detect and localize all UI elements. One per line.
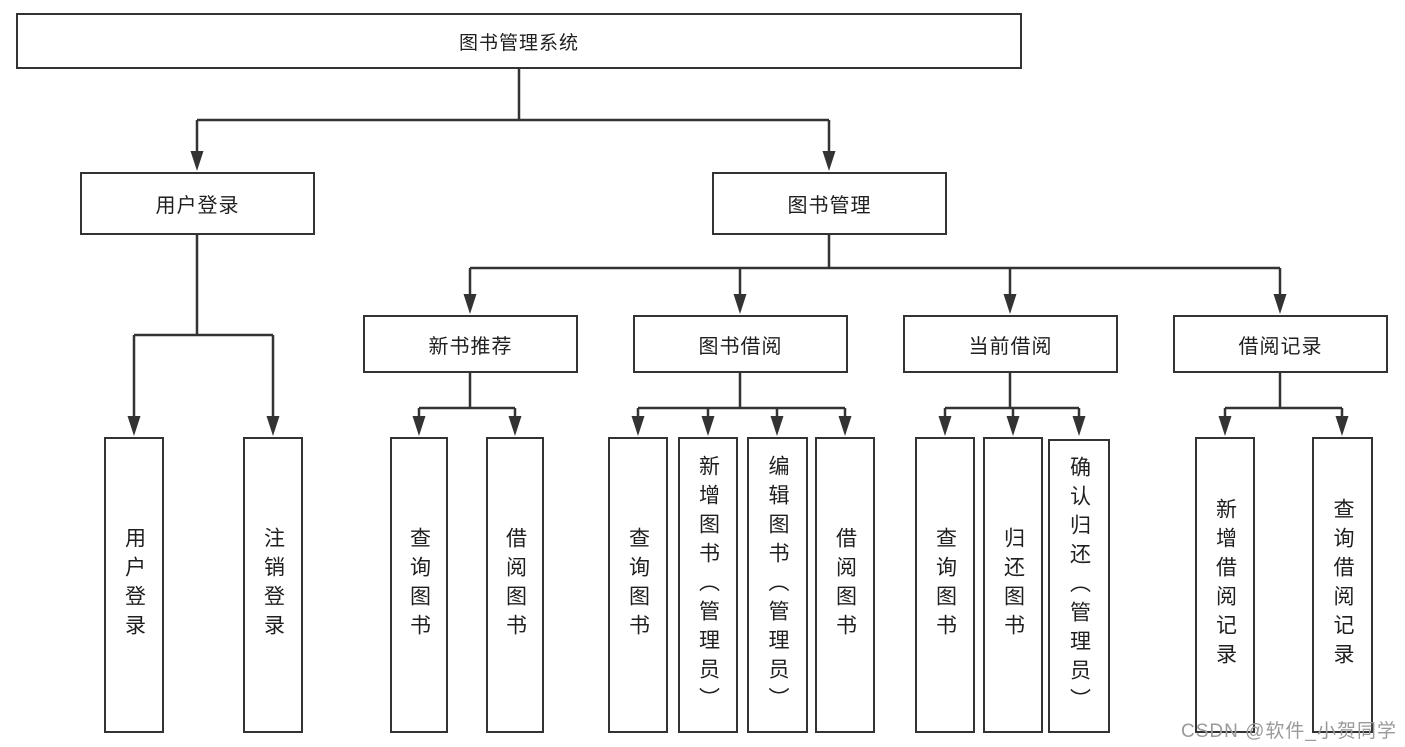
node-new-book-recommend: 新书推荐	[363, 315, 578, 373]
arrow-recommend-borrow	[508, 416, 522, 436]
node-book-borrowing-label: 图书借阅	[698, 335, 783, 358]
arrow-login-user	[127, 416, 141, 436]
arrow-login	[190, 151, 204, 171]
arrow-borrow	[733, 294, 747, 314]
arrow-borrow-edit	[770, 416, 784, 436]
connector-root-to-level2	[195, 69, 831, 154]
leaf-records-search-record: 查询借阅记录	[1312, 437, 1373, 733]
leaf-user-login-label: 用户登录	[122, 527, 146, 643]
leaf-recommend-borrow-books: 借阅图书	[486, 437, 544, 733]
leaf-records-search-record-label: 查询借阅记录	[1331, 498, 1354, 672]
leaf-borrow-edit-books: 编辑图书（管理员）	[747, 437, 808, 733]
arrow-login-logout	[266, 416, 280, 436]
connector-management-to-level3	[468, 235, 1282, 297]
leaf-recommend-borrow-books-label: 借阅图书	[503, 527, 527, 643]
arrow-current-return	[1006, 416, 1020, 436]
arrow-borrow-search	[631, 416, 645, 436]
leaf-current-return-books-label: 归还图书	[1001, 527, 1025, 643]
csdn-watermark: CSDN @软件_小贺同学	[1181, 721, 1397, 742]
arrow-borrow-borrow	[838, 416, 852, 436]
arrowheads	[127, 151, 1349, 436]
node-root: 图书管理系统	[16, 13, 1022, 69]
arrow-current-confirm	[1072, 416, 1086, 436]
node-book-management-label: 图书管理	[787, 195, 872, 217]
leaf-borrow-edit-books-label: 编辑图书（管理员）	[766, 454, 789, 716]
node-current-borrowing-label: 当前借阅	[968, 335, 1053, 358]
leaf-borrow-borrow-books: 借阅图书	[815, 437, 875, 733]
arrow-recommend	[463, 294, 477, 314]
arrow-records	[1273, 294, 1287, 314]
arrow-current-search	[938, 416, 952, 436]
connector-borrow-to-leaves	[636, 373, 847, 419]
arrow-management	[822, 151, 836, 171]
connector-records-to-leaves	[1223, 373, 1344, 419]
leaf-records-add-record: 新增借阅记录	[1195, 437, 1255, 733]
arrow-current	[1003, 294, 1017, 314]
leaf-user-login: 用户登录	[104, 437, 164, 733]
leaf-borrow-add-books-label: 新增图书（管理员）	[696, 454, 720, 716]
node-root-label: 图书管理系统	[458, 32, 579, 54]
node-borrowing-records: 借阅记录	[1173, 315, 1388, 373]
leaf-current-confirm-return-label: 确认归还（管理员）	[1067, 455, 1091, 717]
leaf-current-search-books: 查询图书	[915, 437, 975, 733]
leaf-records-add-record-label: 新增借阅记录	[1213, 498, 1237, 672]
arrow-records-add	[1218, 416, 1232, 436]
node-new-book-recommend-label: 新书推荐	[428, 335, 513, 358]
leaf-current-return-books: 归还图书	[983, 437, 1043, 733]
leaf-borrow-search-books: 查询图书	[608, 437, 668, 733]
leaf-current-search-books-label: 查询图书	[933, 527, 957, 643]
node-book-borrowing: 图书借阅	[633, 315, 848, 373]
leaf-borrow-add-books: 新增图书（管理员）	[678, 437, 738, 733]
leaf-logout: 注销登录	[243, 437, 303, 733]
leaf-recommend-search-books-label: 查询图书	[407, 527, 431, 643]
leaf-borrow-borrow-books-label: 借阅图书	[833, 527, 857, 643]
arrow-records-search	[1335, 416, 1349, 436]
leaf-current-confirm-return: 确认归还（管理员）	[1048, 439, 1110, 733]
node-current-borrowing: 当前借阅	[903, 315, 1118, 373]
connector-login-to-leaves	[132, 235, 275, 419]
arrow-recommend-search	[412, 416, 426, 436]
node-user-login-label: 用户登录	[155, 195, 240, 217]
leaf-recommend-search-books: 查询图书	[390, 437, 448, 733]
node-book-management: 图书管理	[712, 172, 947, 235]
leaf-logout-label: 注销登录	[261, 527, 285, 643]
arrow-borrow-add	[701, 416, 715, 436]
node-user-login: 用户登录	[80, 172, 315, 235]
leaf-borrow-search-books-label: 查询图书	[626, 527, 650, 643]
connector-current-to-leaves	[943, 373, 1081, 419]
node-borrowing-records-label: 借阅记录	[1238, 335, 1323, 358]
connector-recommend-to-leaves	[417, 373, 517, 419]
